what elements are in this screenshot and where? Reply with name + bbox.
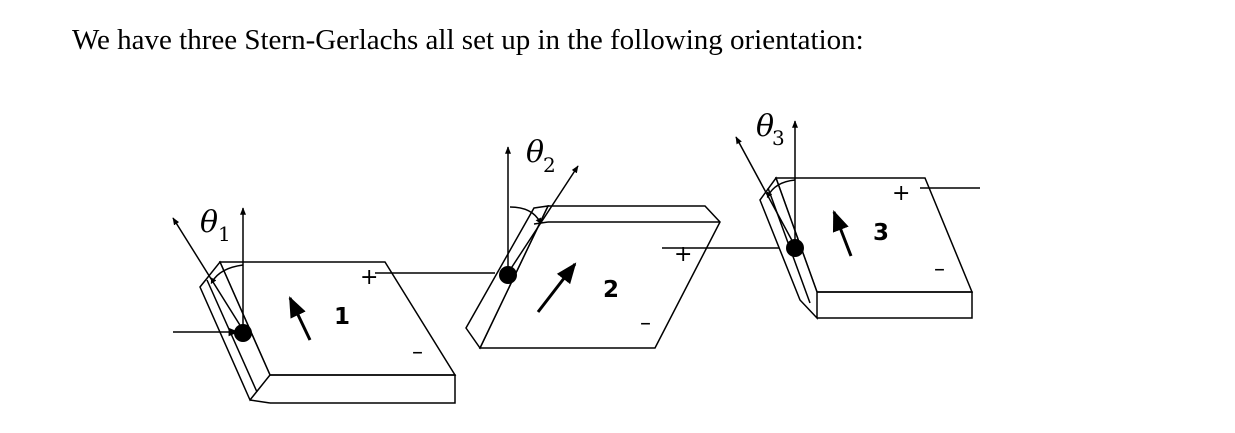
- beam-dot-1: [234, 324, 252, 342]
- theta-1-symbol: θ: [200, 205, 218, 240]
- theta-3-symbol: θ: [756, 109, 774, 144]
- magnet-1-plus: +: [360, 265, 378, 290]
- theta-3-subscript: 3: [772, 126, 785, 150]
- magnet-2-plus: +: [674, 242, 692, 267]
- magnet-3-minus: –: [934, 257, 945, 282]
- theta-2-symbol: θ: [526, 135, 544, 170]
- magnet-3-plus: +: [892, 181, 910, 206]
- stern-gerlach-2: [465, 146, 795, 350]
- beam-dot-2: [499, 266, 517, 284]
- stern-gerlach-3: [735, 120, 980, 320]
- magnet-2-number: 2: [603, 277, 619, 303]
- problem-statement: We have three Stern-Gerlachs all set up …: [72, 24, 864, 56]
- magnet-1-number: 1: [334, 304, 350, 330]
- magnet-2-minus: –: [640, 311, 651, 336]
- beam-dot-3: [786, 239, 804, 257]
- magnet-3-number: 3: [873, 220, 889, 246]
- theta-2-subscript: 2: [543, 153, 556, 177]
- theta-1-subscript: 1: [218, 222, 231, 246]
- stern-gerlach-1: [172, 207, 495, 404]
- magnet-1-minus: –: [412, 340, 423, 365]
